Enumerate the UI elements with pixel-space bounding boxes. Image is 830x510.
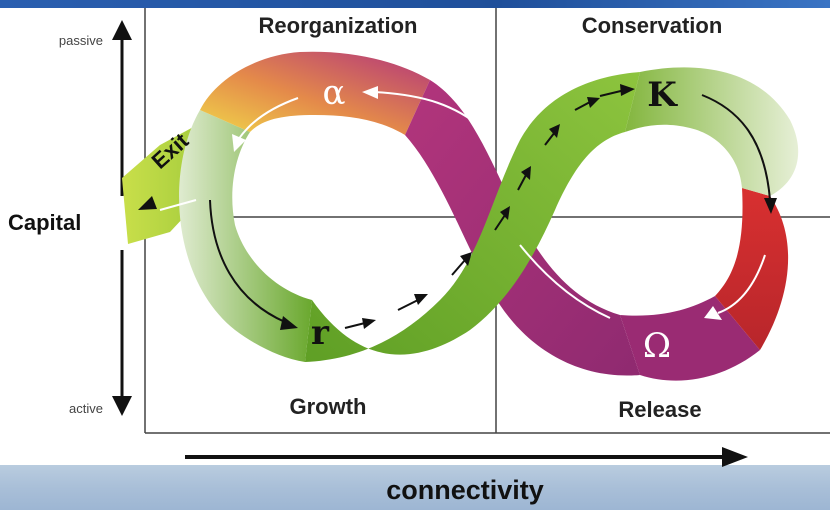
bottom-banner (0, 465, 830, 510)
y-axis-top-label: passive (59, 33, 103, 48)
omega-label: Ω (643, 326, 671, 366)
quadrant-label-conservation: Conservation (582, 13, 723, 38)
flow-arrows (209, 89, 771, 329)
quadrant-label-growth: Growth (290, 394, 367, 419)
reorganization-band (200, 51, 430, 136)
flow-arrowheads (138, 84, 777, 330)
white-flow-arrows (159, 91, 766, 319)
capital-axis-arrow (112, 20, 132, 416)
r-label: r (311, 313, 330, 353)
quadrant-label-release: Release (618, 397, 701, 422)
k-label: K (647, 75, 678, 115)
connectivity-axis-arrow (185, 447, 748, 467)
left-loop-band (179, 110, 312, 362)
omega-band (620, 296, 760, 381)
x-axis-label: connectivity (386, 475, 544, 505)
top-banner (0, 0, 830, 8)
white-flow-arrowheads (232, 86, 722, 320)
y-axis-label: Capital (8, 210, 81, 235)
release-red-band (715, 188, 789, 350)
growth-band (305, 72, 640, 362)
alpha-label: α (323, 73, 346, 113)
quadrant-label-reorganization: Reorganization (259, 13, 418, 38)
conservation-band (625, 67, 799, 196)
y-axis-bottom-label: active (69, 401, 103, 416)
